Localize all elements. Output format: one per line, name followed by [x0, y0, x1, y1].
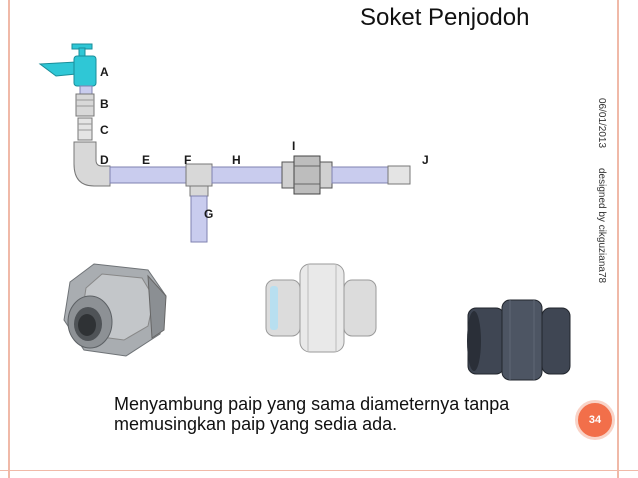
pipe-g [190, 195, 208, 243]
tee-f [185, 163, 213, 187]
label-d: D [100, 153, 109, 167]
bottom-border-line [0, 470, 638, 471]
slide-date: 06/01/2013 [596, 98, 607, 149]
slide-caption: Menyambung paip yang sama diameternya ta… [114, 394, 584, 434]
right-border-line [617, 0, 619, 478]
slide-credit: designed by cikguziana78 [596, 168, 607, 284]
union-i [281, 155, 333, 195]
pipe-assembly-diagram: A B C D E F G H I J [38, 43, 429, 243]
caption-line-1: Menyambung paip yang sama diameternya ta… [114, 394, 510, 414]
fitting-b [75, 93, 95, 117]
page-number-badge: 34 [575, 400, 615, 440]
white-pvc-union-photo [265, 263, 377, 353]
label-h: H [232, 153, 241, 167]
left-border-line [8, 0, 10, 478]
label-e: E [142, 153, 150, 167]
faucet-icon [38, 43, 97, 95]
label-b: B [100, 97, 109, 111]
caption-line-2: memusingkan paip yang sedia ada. [114, 414, 398, 434]
pipe-j [331, 166, 389, 184]
label-f: F [184, 153, 191, 167]
pipe-e [109, 166, 191, 184]
pipe-h [211, 166, 283, 184]
label-i: I [292, 139, 295, 153]
label-j: J [422, 153, 429, 167]
slide-title: Soket Penjodoh [360, 4, 530, 31]
galvanized-union-photo [63, 263, 167, 357]
label-a: A [100, 65, 109, 79]
fitting-c [77, 117, 93, 141]
elbow-d [73, 141, 111, 187]
label-g: G [204, 207, 213, 221]
label-c: C [100, 123, 109, 137]
grey-pvc-union-photo [467, 299, 571, 381]
